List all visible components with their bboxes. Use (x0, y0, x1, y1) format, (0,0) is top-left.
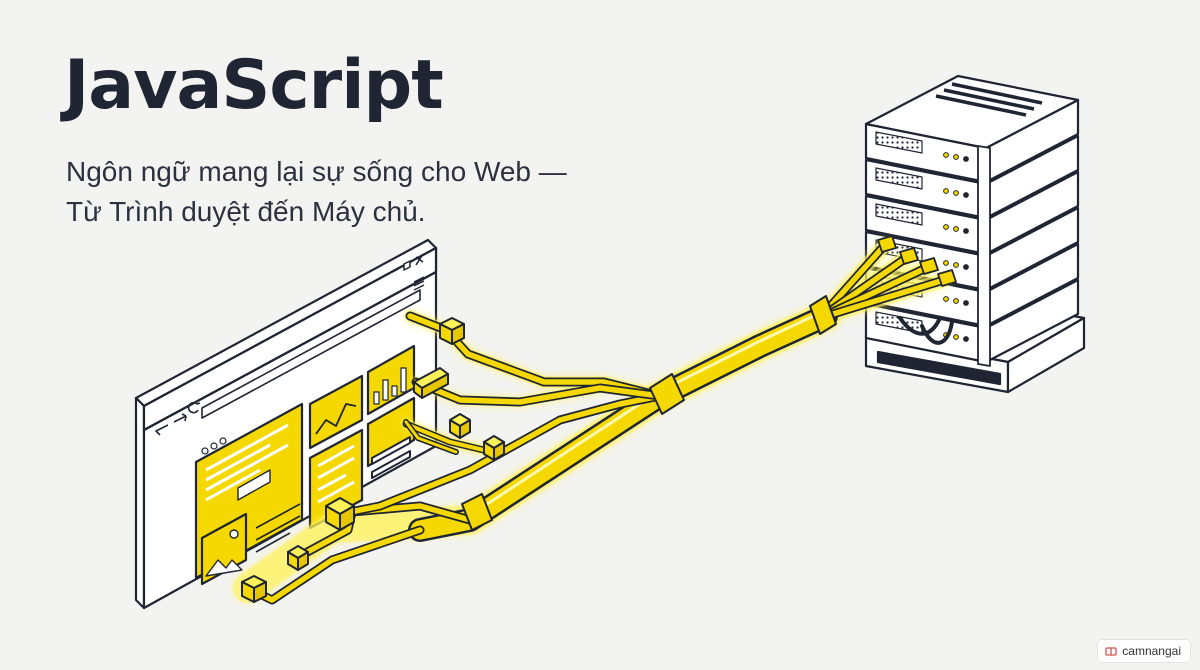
maximize-icon[interactable] (403, 260, 411, 271)
reload-icon[interactable] (187, 401, 201, 414)
node-3 (449, 413, 471, 439)
server-unit-1 (864, 98, 1080, 184)
connector-nodes (241, 317, 505, 603)
watermark-text: camnangai (1122, 644, 1181, 658)
back-arrow-icon[interactable] (155, 424, 169, 436)
minimize-icon[interactable] (391, 268, 399, 273)
menu-icon[interactable] (413, 276, 425, 291)
node-2 (413, 367, 449, 399)
rack-top (864, 74, 1080, 150)
content-card-right (366, 396, 416, 479)
line-chart-card (308, 374, 364, 450)
line-chart-icon (315, 403, 357, 435)
page-subtitle: Ngôn ngữ mang lại sự sống cho Web — Từ T… (66, 152, 567, 232)
subtitle-line-1: Ngôn ngữ mang lại sự sống cho Web — (66, 156, 567, 187)
page-title: JavaScript (64, 46, 444, 125)
node-5 (325, 497, 355, 531)
close-icon[interactable] (415, 253, 424, 266)
bar-chart-icon (373, 367, 407, 405)
window-dots-icon (201, 437, 227, 455)
watermark-badge: camnangai (1098, 640, 1190, 662)
node-1 (439, 317, 465, 345)
text-lines-block (255, 503, 301, 553)
server-rack (864, 74, 1086, 394)
node-4 (483, 435, 505, 461)
forward-arrow-icon[interactable] (173, 413, 187, 423)
server-wires (815, 241, 954, 345)
cable-clamps (461, 295, 837, 531)
server-ports (877, 235, 957, 287)
data-cables (233, 235, 957, 605)
subtitle-line-2: Từ Trình duyệt đến Máy chủ. (66, 196, 426, 227)
node-7 (241, 575, 267, 603)
node-6 (287, 545, 309, 571)
image-icon (205, 529, 243, 577)
image-card (200, 512, 248, 586)
browser-window (134, 238, 438, 610)
box-icon (1105, 647, 1117, 656)
